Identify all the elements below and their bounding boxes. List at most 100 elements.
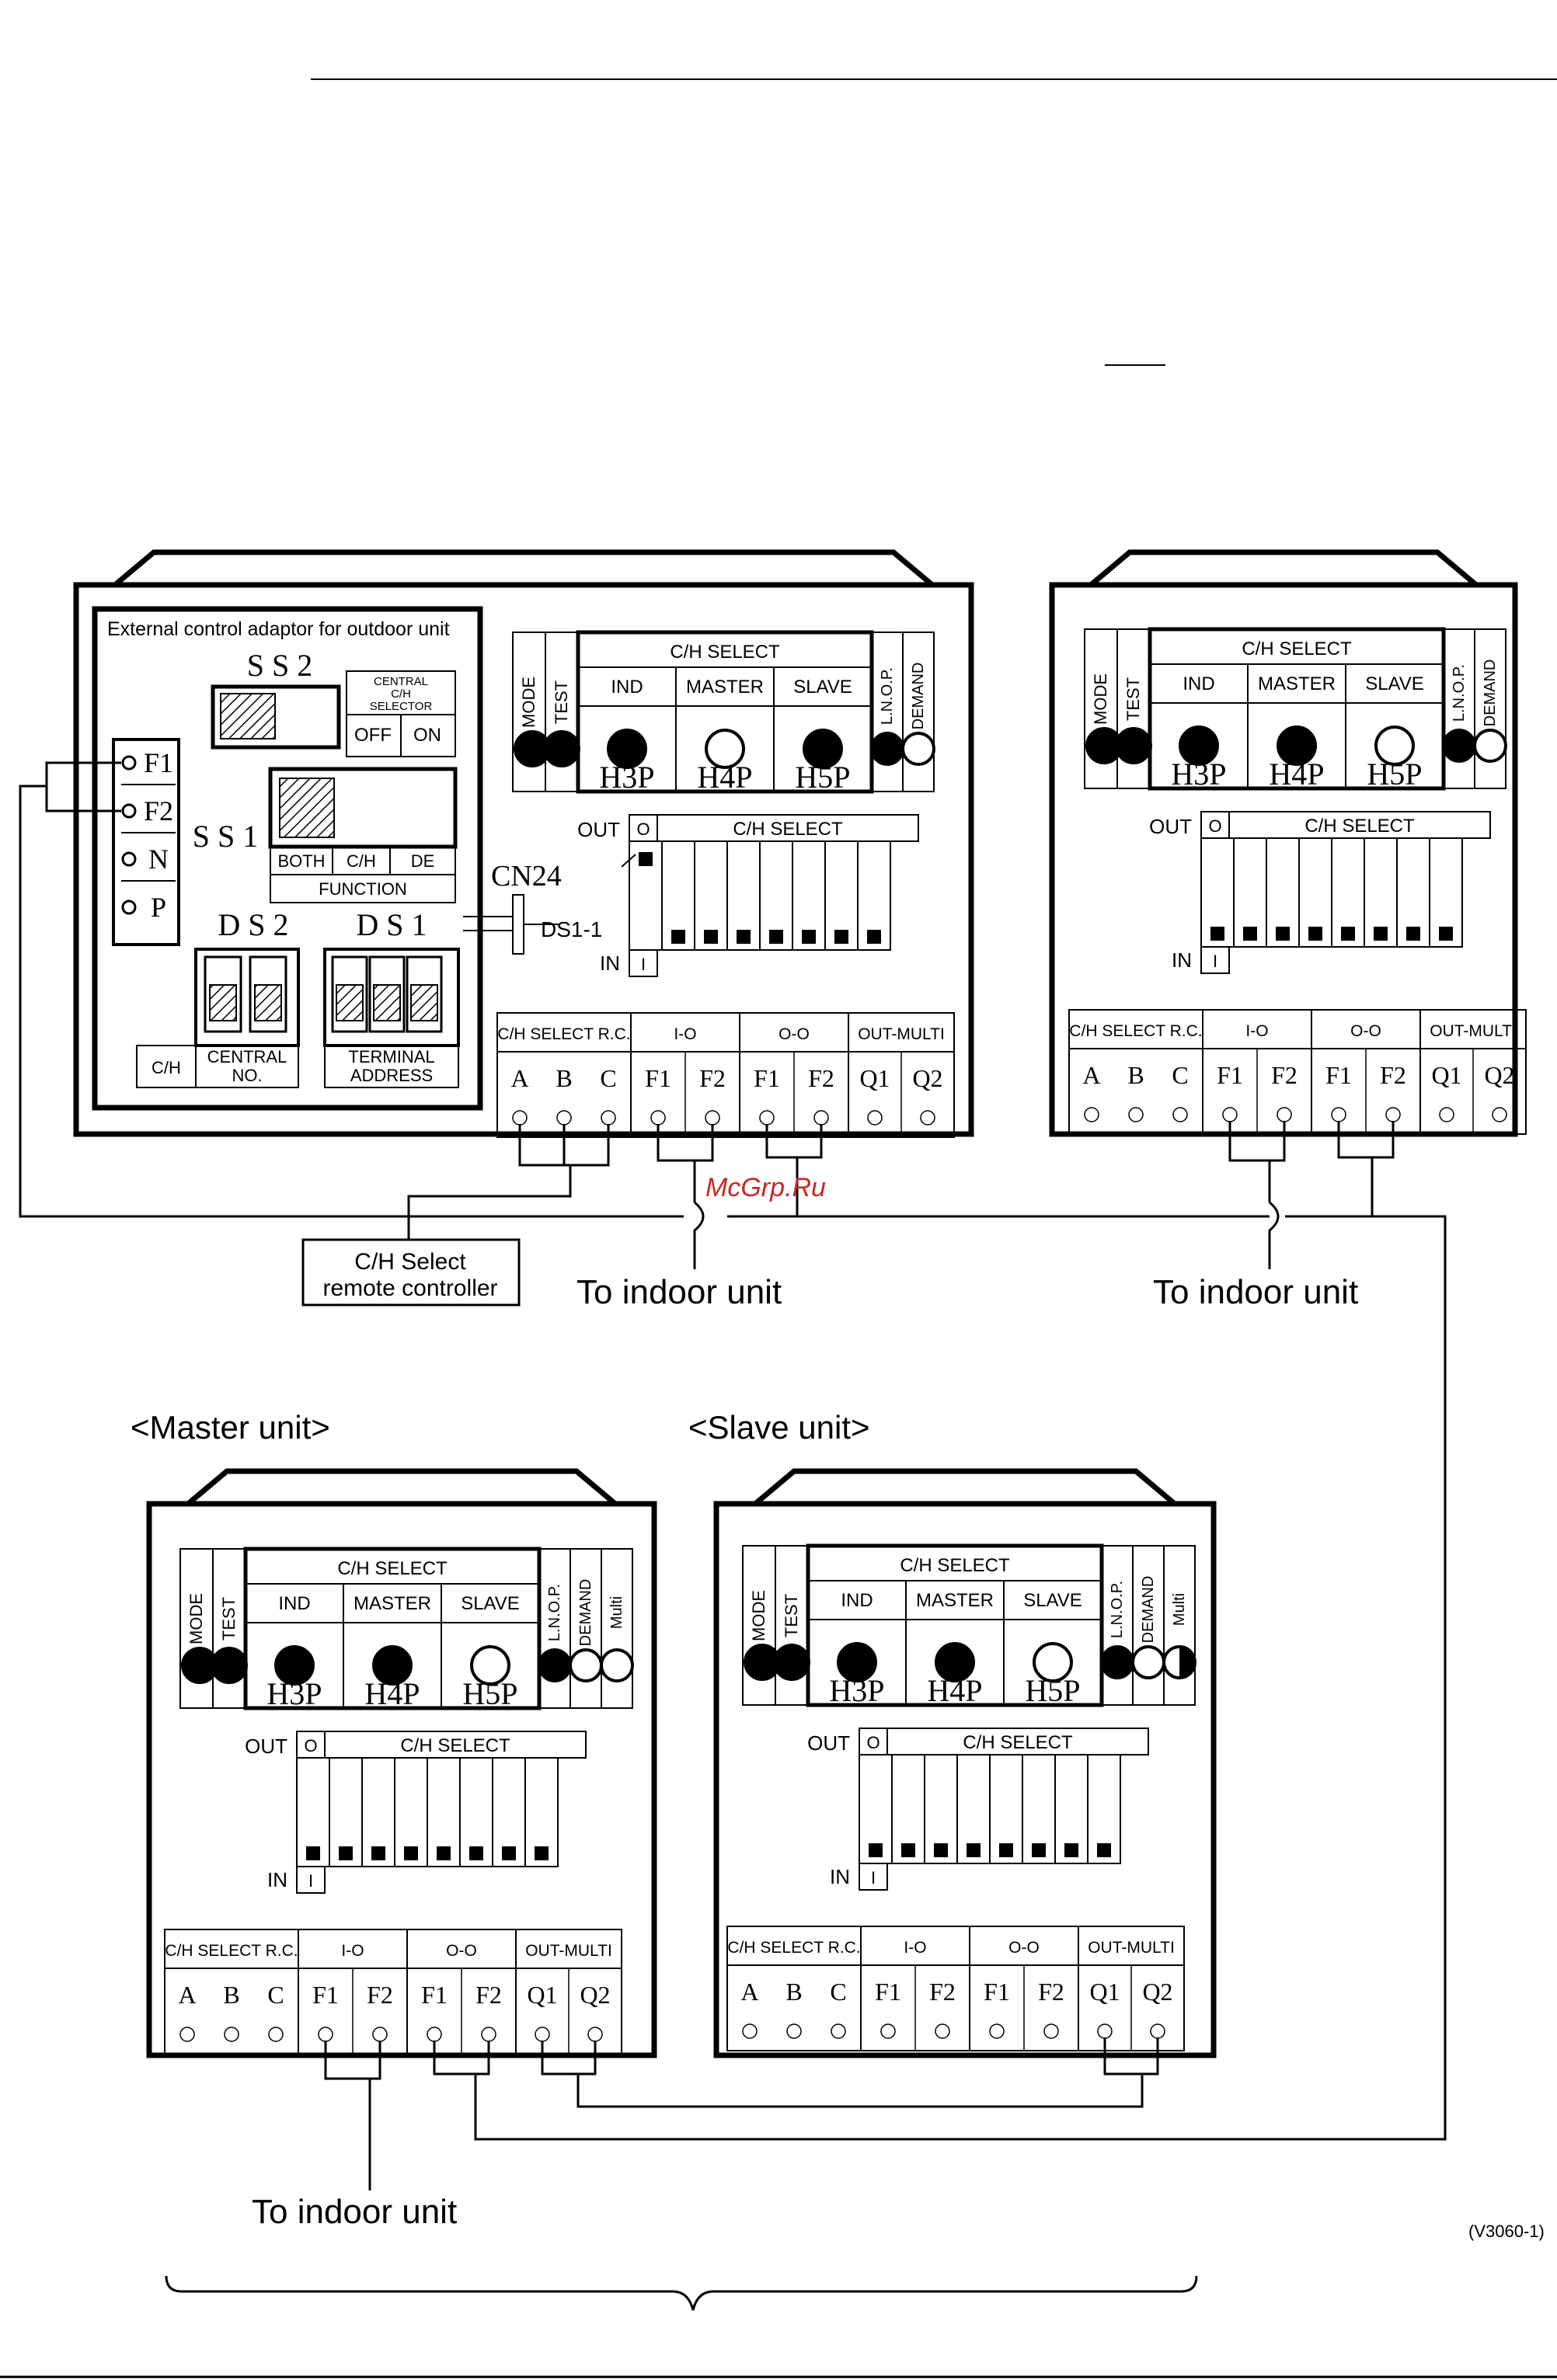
unit-top-left-out-o-label: O: [636, 819, 650, 839]
unit-top-left-dip-header-label: C/H SELECT: [733, 819, 843, 840]
adaptor-terminal-2-label: N: [148, 844, 169, 875]
unit-top-left-terminal-5-screw: [759, 1110, 775, 1126]
unit-top-left-in-i-label: I: [641, 955, 646, 974]
unit-top-right-terminal-4-screw: [1277, 1107, 1292, 1122]
unit-top-right-mode-2-label: SLAVE: [1365, 673, 1424, 694]
remote-controller-box: [301, 1238, 521, 1307]
unit-top-right-terminal-0-screw: [1084, 1107, 1099, 1122]
unit-top-left-mode-0-label: IND: [611, 677, 643, 698]
unit-master-led-1-name: H4P: [364, 1676, 420, 1711]
unit-slave-led-0-name: H3P: [829, 1673, 884, 1708]
unit-master-in-i-label: I: [308, 1871, 313, 1891]
unit-top-left-dip-knob-7: [867, 930, 881, 944]
on-label: ON: [413, 725, 441, 746]
ds1-1-label: DS1-1: [541, 917, 602, 941]
unit-master-terminal-block: [164, 1929, 622, 2055]
unit-top-left-terminal-0-screw: [512, 1110, 528, 1126]
unit-top-left-led-2-name: H5P: [795, 760, 850, 795]
unit-top-left-ch-select-label: C/H SELECT: [670, 642, 780, 663]
unit-master-terminal-group-0-label: C/H SELECT R.C.: [165, 1942, 298, 1960]
unit-top-right-terminal-0-label: A: [1082, 1061, 1100, 1089]
unit-top-right-mode-label: MODE: [1091, 673, 1110, 725]
unit-top-left-terminal-2-screw: [601, 1110, 616, 1126]
ds2-switch-1: [249, 955, 287, 1033]
master-unit-label: <Master unit>: [131, 1409, 330, 1446]
unit-master-terminal-2-label: C: [267, 1981, 284, 2009]
unit-top-right-out-o-label: O: [1208, 816, 1221, 836]
unit-top-left-led-2-indicator: [803, 729, 843, 769]
unit-top-right-led-2-name: H5P: [1367, 757, 1422, 792]
bottom-brace: [165, 2275, 1198, 2311]
unit-master-mode-label: MODE: [186, 1593, 206, 1644]
remote-feed: [407, 1165, 572, 1240]
unit-top-right-terminal-6-screw: [1385, 1107, 1401, 1122]
to-indoor-unit-label-2: To indoor unit: [1153, 1273, 1358, 1311]
unit-slave-terminal-6-label: F2: [1038, 1978, 1064, 2006]
unit-master-terminal-group-1-label: I-O: [341, 1942, 364, 1960]
unit-top-right-terminal-3-screw: [1222, 1107, 1238, 1122]
unit-slave-tail-label-2: Multi: [1171, 1593, 1188, 1626]
unit-master-frame: [146, 1501, 657, 2058]
ds2-label: D S 2: [218, 907, 288, 942]
unit-top-left-terminal-group-3-label: OUT-MULTI: [858, 1025, 945, 1043]
unit-slave-terminal-group-1-label: I-O: [904, 1939, 926, 1957]
cn24-label: CN24: [491, 860, 562, 893]
central-no-box: [195, 1045, 299, 1088]
unit-master-terminal-1-label: B: [223, 1981, 239, 2009]
unit-master-tail-indicator-0: [538, 1648, 572, 1682]
terminal-address-line2: ADDRESS: [350, 1066, 433, 1085]
unit-top-right-terminal-1-label: B: [1127, 1061, 1144, 1089]
unit-top-left-terminal-4-label: F2: [699, 1064, 726, 1092]
ch-label: C/H: [152, 1058, 181, 1077]
unit-top-left-tail-label-0: L.N.O.P.: [879, 667, 896, 725]
unit-top-right-tail-label-0: L.N.O.P.: [1451, 664, 1468, 722]
unit-top-right-led-0-name: H3P: [1171, 757, 1226, 792]
unit-top-right-terminal-group-0-label: C/H SELECT R.C.: [1069, 1022, 1202, 1040]
unit-slave-terminal-1-screw: [786, 2023, 802, 2039]
watermark: McGrp.Ru: [705, 1173, 826, 1202]
unit-slave-terminal-2-screw: [831, 2023, 846, 2039]
unit-top-left-tail-indicator-1: [901, 732, 935, 766]
unit-slave-mode-1-label: MASTER: [916, 1590, 994, 1611]
ds1-switch-1: [368, 955, 406, 1033]
unit-master-tail-indicator-2: [600, 1648, 634, 1682]
central-selector-line3: SELECTOR: [370, 700, 433, 713]
ds1-switch-0: [331, 955, 368, 1033]
function-ch: C/H: [347, 851, 376, 871]
unit-top-left-terminal-group-0-label: C/H SELECT R.C.: [497, 1025, 630, 1043]
unit-top-left-test-label: TEST: [552, 680, 571, 724]
ss1-knob: [279, 778, 335, 838]
unit-master-terminal-3-label: F1: [312, 1981, 339, 2009]
unit-top-left-led-1-name: H4P: [697, 760, 752, 795]
unit-top-right-terminal-6-label: F2: [1380, 1061, 1406, 1089]
tr-io-pair: [1228, 1121, 1286, 1162]
adaptor-terminal-0-screw: [121, 755, 137, 771]
unit-top-right-tail-label-1: DEMAND: [1482, 659, 1499, 727]
unit-top-right-frame: [1049, 582, 1518, 1137]
unit-slave-led-1-name: H4P: [927, 1673, 982, 1708]
unit-top-right-terminal-1-screw: [1128, 1107, 1144, 1122]
unit-slave-tail-indicator-0: [1100, 1645, 1134, 1679]
unit-slave-terminal-7-screw: [1097, 2023, 1113, 2039]
unit-top-left-roof: [113, 549, 935, 587]
s-q-pair: [1103, 2037, 1159, 2076]
unit-master-led-1-indicator: [372, 1645, 413, 1686]
unit-master-dip-knob-6: [502, 1846, 516, 1860]
unit-master-terminal-5-screw: [427, 2027, 442, 2042]
unit-master-terminal-4-label: F2: [367, 1981, 393, 2009]
unit-top-left-dip-knob-2: [704, 930, 718, 944]
unit-master-tail-column-2: [601, 1548, 633, 1709]
unit-top-left-terminal-group-1-label: I-O: [674, 1025, 696, 1043]
unit-master-terminal-6-label: F2: [475, 1981, 502, 2009]
unit-slave-terminal-block: [726, 1926, 1185, 2051]
unit-top-right-terminal-8-screw: [1492, 1107, 1507, 1122]
unit-slave-tail-label-1: DEMAND: [1140, 1576, 1157, 1644]
unit-slave-terminal-5-label: F1: [984, 1978, 1010, 2006]
unit-slave-dip-header-label: C/H SELECT: [963, 1732, 1073, 1753]
unit-top-left-terminal-0-label: A: [510, 1064, 528, 1092]
unit-master-roof: [186, 1468, 618, 1506]
unit-top-left-terminal-2-label: C: [600, 1064, 616, 1092]
unit-top-left-dip-knob-6: [834, 930, 848, 944]
adaptor-title: External control adaptor for outdoor uni…: [107, 618, 450, 640]
